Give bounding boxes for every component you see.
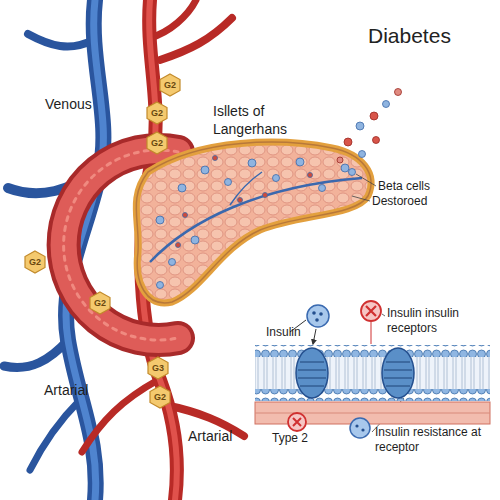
pancreas-outline (136, 142, 371, 303)
islet-cell (201, 166, 209, 174)
insulin-molecule (350, 418, 370, 438)
badge-code: G2 (23, 250, 47, 274)
beta-cell (370, 112, 378, 120)
beta-cell (359, 151, 366, 158)
blocked-cross (293, 418, 301, 426)
islet-cell (157, 282, 164, 289)
beta-cell (337, 157, 343, 163)
pancreas-capsule (136, 142, 371, 303)
insulin-dot (361, 428, 364, 431)
islet-cell (263, 193, 268, 198)
hexagon-badge: G2 (88, 291, 112, 315)
hexagon-badge: G2 (145, 131, 169, 155)
pancreatic-duct (230, 172, 262, 205)
block-arrow (371, 322, 372, 344)
beta-cell (349, 169, 356, 176)
blocked-marker (361, 301, 381, 321)
vein (28, 34, 93, 47)
insulin-receptor (296, 348, 328, 398)
islet-cell (183, 213, 188, 218)
badge-code: G2 (145, 101, 169, 125)
insulin-dot (355, 424, 358, 427)
beta-cell (356, 122, 364, 130)
islet-cell (319, 185, 326, 192)
vessel-label: Artarial (44, 382, 114, 400)
islet-cell (308, 173, 313, 178)
insulin-dot (315, 318, 319, 322)
receptor-stripes (384, 362, 412, 386)
callout-label: Beta cells (378, 179, 468, 194)
type-label: Type 2 (272, 431, 332, 446)
beta-cell (383, 101, 390, 108)
islet-cell (178, 184, 186, 192)
beta-cell (395, 89, 402, 96)
islet-cell (238, 198, 243, 203)
destroyed-beta-cells (337, 89, 402, 176)
receptor-label: Insulin insulin receptors (387, 306, 482, 336)
islet-cell (191, 236, 199, 244)
lipid-heads (255, 345, 490, 357)
vein (30, 400, 80, 470)
hexagon-badge: G2 (23, 250, 47, 274)
beta-cell (373, 137, 380, 144)
leader-line (382, 314, 385, 316)
insulin-dot (319, 312, 323, 316)
insulin-receptor (382, 348, 414, 398)
leader-line (352, 196, 370, 201)
blocked-cross (366, 306, 376, 316)
artery (82, 380, 158, 452)
hexagon-badge: G2 (148, 385, 172, 409)
blocked-markers (288, 301, 381, 431)
callout-label: Destoroed (372, 194, 462, 209)
islet-cell (296, 158, 304, 166)
insulin-dot (312, 311, 316, 315)
pancreas (136, 142, 371, 303)
pancreatic-duct (150, 178, 362, 262)
artery (150, 0, 196, 38)
islet-cell (169, 259, 176, 266)
islet-cell (248, 159, 256, 167)
diagram-title: Diabetes (368, 24, 451, 48)
insulin-molecule (307, 305, 329, 327)
badge-code: G3 (146, 356, 170, 380)
islet-cell (213, 156, 218, 161)
islet-cell (273, 175, 280, 182)
islet-cells (156, 156, 349, 289)
islet-cell (156, 216, 164, 224)
vessel-label: Venous (45, 96, 115, 114)
islet-cell (341, 164, 349, 172)
hexagon-badge: G2 (145, 101, 169, 125)
islet-cell (176, 243, 181, 248)
lipid-tails (255, 355, 490, 391)
cell-membrane (255, 345, 490, 424)
cytoplasm-line (255, 413, 490, 414)
structure-label: Isllets of Langerhans (213, 103, 299, 138)
molecule-label: Insulin (266, 325, 326, 340)
vein (4, 340, 68, 368)
vessel-label: Artarial (188, 428, 258, 446)
badge-code: G2 (148, 385, 172, 409)
badge-code: G2 (158, 73, 182, 97)
receptor-stripes (298, 362, 326, 386)
beta-cell (344, 138, 352, 146)
blocked-marker (288, 413, 306, 431)
lipid-heads (255, 389, 490, 401)
leader-line (356, 174, 376, 186)
hexagon-badge: G2 (158, 73, 182, 97)
islet-cell (225, 179, 232, 186)
badge-code: G2 (88, 291, 112, 315)
binding-arrow (313, 329, 316, 344)
hexagon-badge: G3 (146, 356, 170, 380)
resistance-label: Insulin resistance at receptor (375, 425, 487, 455)
badge-code: G2 (145, 131, 169, 155)
